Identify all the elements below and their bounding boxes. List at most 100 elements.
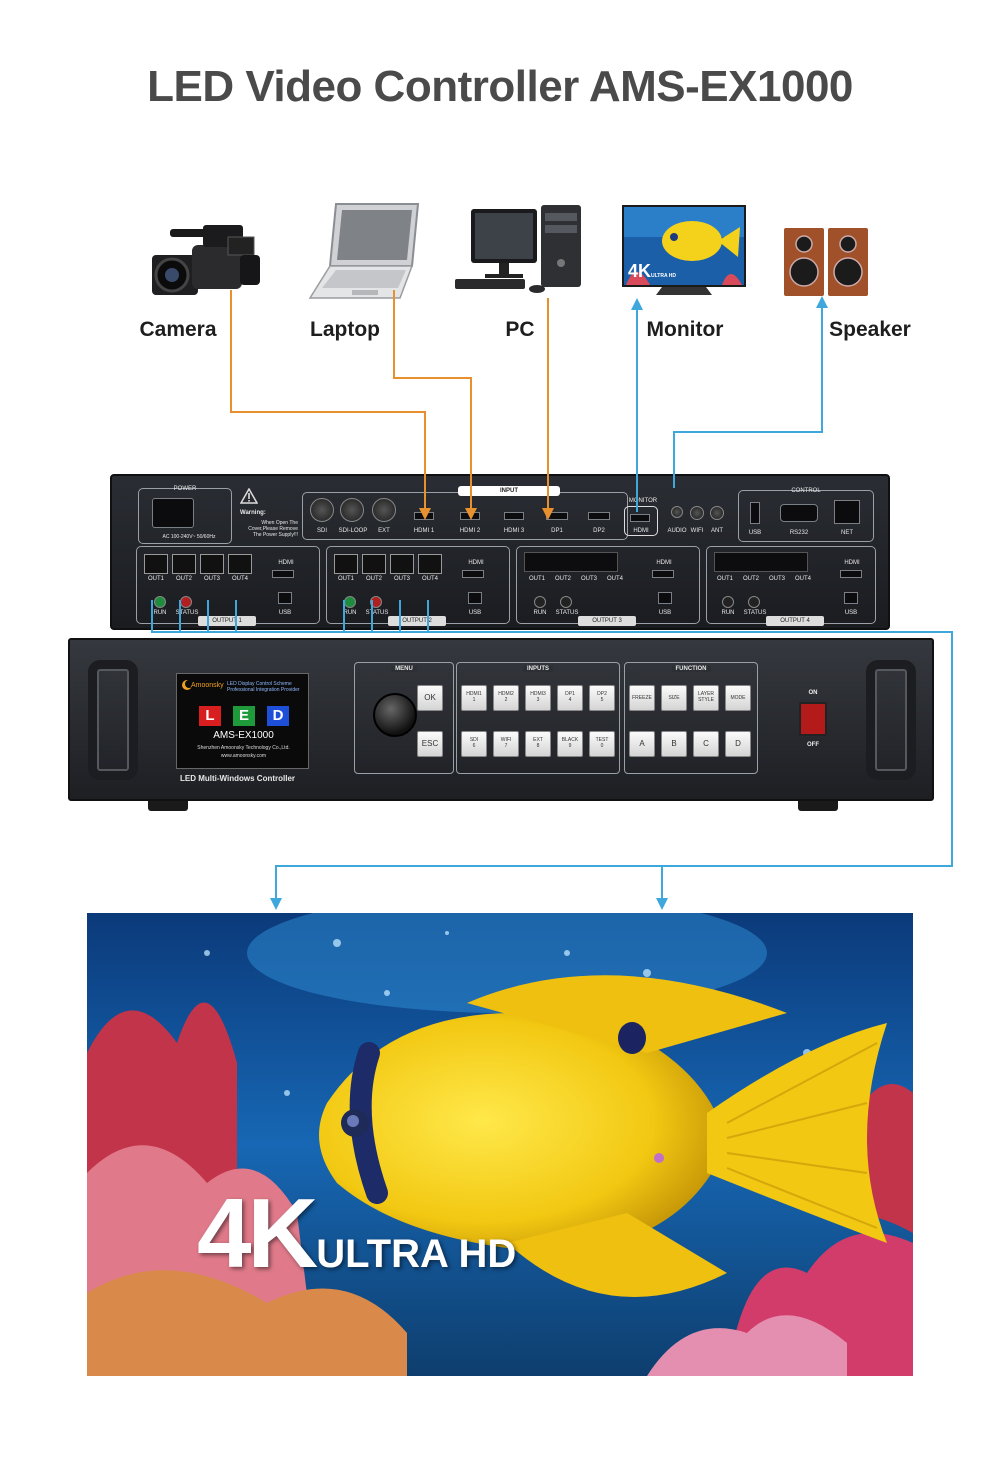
a-button[interactable]: A xyxy=(629,731,655,757)
ext-port[interactable] xyxy=(372,498,396,522)
label-audio: AUDIO xyxy=(667,528,687,534)
screen-4k-badge: 4KULTRA HD xyxy=(197,1177,516,1290)
out1-port[interactable] xyxy=(144,554,168,574)
out3-port[interactable] xyxy=(200,554,224,574)
device-label-laptop: Laptop xyxy=(310,318,380,341)
menu-group: MENU OK ESC xyxy=(354,662,454,774)
output-title: OUTPUT 1 xyxy=(212,618,242,624)
output-usb-port[interactable] xyxy=(468,592,482,604)
control-section xyxy=(738,490,874,542)
b-button[interactable]: B xyxy=(661,731,687,757)
wifi-port[interactable] xyxy=(690,506,704,520)
hdmi1-port[interactable] xyxy=(414,512,434,520)
output-hdmi-label: HDMI xyxy=(278,560,294,566)
speaker-icon xyxy=(784,228,868,296)
out4-label: OUT4 xyxy=(231,576,248,582)
menu-knob[interactable] xyxy=(373,693,417,737)
mode-button[interactable]: MODE xyxy=(725,685,751,711)
run-led xyxy=(722,596,734,608)
function-title: FUNCTION xyxy=(671,666,711,672)
model-name: AMS-EX1000 xyxy=(213,730,274,741)
camera-icon xyxy=(152,225,260,295)
output-usb-port[interactable] xyxy=(658,592,672,604)
monitor-badge-uhd: ULTRA HD xyxy=(651,273,677,279)
blank-plate xyxy=(714,552,808,572)
d-button[interactable]: D xyxy=(725,731,751,757)
ok-button[interactable]: OK xyxy=(417,685,443,711)
out2-port[interactable] xyxy=(362,554,386,574)
switch-on-label: ON xyxy=(808,690,818,696)
hdmi2-port[interactable] xyxy=(460,512,480,520)
warning-text: When Open The Cover,Please Remove The Po… xyxy=(248,520,298,538)
freeze-button[interactable]: FREEZE xyxy=(629,685,655,711)
out4-label: OUT4 xyxy=(794,576,811,582)
sdi-port[interactable] xyxy=(310,498,334,522)
output-hdmi-port[interactable] xyxy=(462,570,484,578)
label-usb: USB xyxy=(748,530,762,536)
output-usb-port[interactable] xyxy=(278,592,292,604)
output-hdmi-port[interactable] xyxy=(840,570,862,578)
label-hdmi3: HDMI 3 xyxy=(503,528,525,534)
size-button[interactable]: SIZE xyxy=(661,685,687,711)
net-port[interactable] xyxy=(834,500,860,524)
out2-label: OUT2 xyxy=(554,576,571,582)
out3-label: OUT3 xyxy=(580,576,597,582)
status-led xyxy=(748,596,760,608)
website: www.amoonsky.com xyxy=(220,753,267,759)
output-usb-label: USB xyxy=(278,610,292,616)
esc-button[interactable]: ESC xyxy=(417,731,443,757)
label-sdi-loop: SDI-LOOP xyxy=(338,528,368,534)
ant-port[interactable] xyxy=(710,506,724,520)
audio-port[interactable] xyxy=(671,506,683,518)
hdmi3-port[interactable] xyxy=(504,512,524,520)
output-hdmi-port[interactable] xyxy=(272,570,294,578)
screen-4k: 4K xyxy=(197,1178,318,1288)
monitor-hdmi-box xyxy=(624,506,658,536)
power-switch[interactable] xyxy=(799,702,827,736)
output-usb-port[interactable] xyxy=(844,592,858,604)
out4-port[interactable] xyxy=(418,554,442,574)
device-label-monitor: Monitor xyxy=(646,318,724,341)
label-monitor-hdmi: HDMI xyxy=(633,528,649,534)
power-rating: AC 100-240V~ 50/60Hz xyxy=(162,534,216,540)
out1-port[interactable] xyxy=(334,554,358,574)
power-socket[interactable] xyxy=(152,498,194,528)
status-label: STATUS xyxy=(555,610,579,616)
warning-title: Warning: xyxy=(240,510,266,516)
run-label: RUN xyxy=(153,610,167,616)
status-led xyxy=(560,596,572,608)
out2-port[interactable] xyxy=(172,554,196,574)
monitor-hdmi-port[interactable] xyxy=(630,514,650,522)
dp2-port[interactable] xyxy=(588,512,610,520)
usb-control-port[interactable] xyxy=(750,502,760,524)
device-label-speaker: Speaker xyxy=(829,318,911,341)
input-title: INPUT xyxy=(500,488,518,494)
control-title: CONTROL xyxy=(791,488,821,494)
out3-port[interactable] xyxy=(390,554,414,574)
layer-style-button[interactable]: LAYER STYLE xyxy=(693,685,719,711)
warning-icon xyxy=(240,488,258,504)
sdi-loop-port[interactable] xyxy=(340,498,364,522)
aquarium-fish-image xyxy=(87,913,913,1376)
output-hdmi-port[interactable] xyxy=(652,570,674,578)
rs232-port[interactable] xyxy=(780,504,818,522)
out4-port[interactable] xyxy=(228,554,252,574)
dp1-port[interactable] xyxy=(546,512,568,520)
device-label-pc: PC xyxy=(505,318,535,341)
output-title: OUTPUT 4 xyxy=(780,618,810,624)
c-button[interactable]: C xyxy=(693,731,719,757)
laptop-device xyxy=(308,200,423,300)
output-title: OUTPUT 3 xyxy=(592,618,622,624)
out1-label: OUT1 xyxy=(147,576,164,582)
